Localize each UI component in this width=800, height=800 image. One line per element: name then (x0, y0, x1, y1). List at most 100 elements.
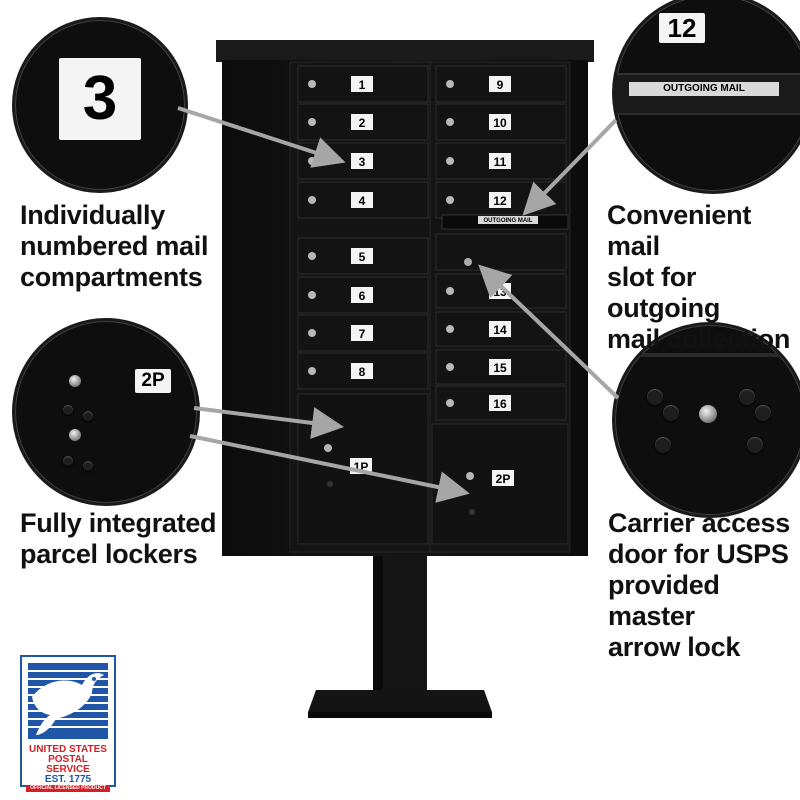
compartment-number-plate (489, 192, 511, 208)
bolt-icon (755, 405, 771, 421)
bolt-icon (83, 461, 93, 471)
parcel-label-2-plate (492, 470, 514, 486)
compartment-number: 1 (359, 78, 366, 92)
arrow-numbered (177, 106, 346, 168)
compartment-lock-icon (308, 291, 316, 299)
logo-line-3: EST. 1775 (44, 774, 92, 785)
compartment-number-plate (351, 76, 373, 92)
feature-line: parcel lockers (20, 539, 198, 569)
parcel-locker-label: 2P (135, 369, 171, 393)
parcel-lock-icon (69, 429, 81, 441)
feature-line: provided master (608, 570, 720, 631)
carrier-access-door (435, 233, 567, 271)
feature-line: Convenient mail (607, 200, 752, 261)
logo-line-4: OFFICIAL LICENSED PRODUCT (26, 785, 110, 792)
compartment-number-plate (489, 359, 511, 375)
feature-line: compartments (20, 262, 203, 292)
compartment-number-label: 3 (59, 58, 141, 140)
compartment-number-plate (489, 76, 511, 92)
zoom-number-label: 12 (659, 13, 705, 43)
compartment-lock-icon (446, 325, 454, 333)
bolt-icon (655, 437, 671, 453)
bolt-icon (647, 389, 663, 405)
compartment-number-plate (351, 325, 373, 341)
arrow-lock-icon (699, 405, 717, 423)
feature-numbered-compartments: Individually numbered mail compartments (20, 200, 208, 293)
compartment-lock-icon (446, 363, 454, 371)
compartment-number: 14 (493, 323, 507, 337)
compartment-number: 5 (359, 250, 366, 264)
feature-line: Individually (20, 200, 165, 230)
eagle-logo-icon (28, 663, 108, 739)
compartment-number: 8 (359, 365, 366, 379)
zoom-outgoing-mail: 12 OUTGOING MAIL (612, 0, 800, 194)
compartment-number-plate (351, 192, 373, 208)
zoom-parcel-locker: 2P (12, 318, 200, 506)
outgoing-slot-label-plate (478, 216, 538, 224)
compartment-number-plate (489, 321, 511, 337)
pedestal-base (308, 690, 492, 712)
bolt-icon (739, 389, 755, 405)
compartment-lock-icon (308, 252, 316, 260)
compartment-number: 3 (359, 155, 366, 169)
compartment-number: 2 (359, 116, 366, 130)
compartment-lock-icon (446, 118, 454, 126)
arrow-parcel-1 (193, 406, 344, 439)
zoom-numbered-label: 3 (12, 17, 188, 193)
bolt-icon (747, 437, 763, 453)
arrow-carrier (478, 264, 620, 400)
parcel-label-2: 2P (496, 472, 511, 486)
feature-line: mail collection (607, 324, 791, 354)
compartment-lock-icon (308, 196, 316, 204)
usps-licensed-logo: UNITED STATES POSTAL SERVICE EST. 1775 O… (20, 655, 116, 792)
compartment-number: 12 (493, 194, 507, 208)
feature-line: Fully integrated (20, 508, 217, 538)
compartment-number-plate (489, 395, 511, 411)
compartment-number-plate (351, 153, 373, 169)
compartment-number-plate (351, 114, 373, 130)
compartment-number-plate (489, 153, 511, 169)
feature-line: arrow lock (608, 632, 741, 662)
cabinet-top (216, 40, 594, 62)
compartment-number-plate (351, 248, 373, 264)
compartment-lock-icon (446, 196, 454, 204)
compartment-lock-icon (308, 367, 316, 375)
compartment-lock-icon (446, 399, 454, 407)
compartment-number: 7 (359, 327, 366, 341)
compartment-number: 4 (359, 194, 366, 208)
feature-line: door for USPS (608, 539, 789, 569)
compartment-lock-icon (308, 157, 316, 165)
feature-carrier-access: Carrier access door for USPS provided ma… (608, 508, 800, 663)
compartment-number: 10 (493, 116, 507, 130)
pedestal-post-shade (373, 556, 383, 690)
logo-line-2: POSTAL SERVICE (46, 754, 90, 775)
bolt-icon (63, 456, 73, 466)
compartment-lock-icon (446, 287, 454, 295)
compartment-lock-icon (308, 329, 316, 337)
logo-line-1: UNITED STATES (29, 744, 107, 755)
compartment-number-plate (351, 363, 373, 379)
feature-line: numbered mail (20, 231, 209, 261)
feature-parcel-lockers: Fully integrated parcel lockers (20, 508, 217, 570)
compartment-lock-icon (446, 80, 454, 88)
compartment-number: 16 (493, 397, 507, 411)
compartment-number: 9 (497, 78, 504, 92)
outgoing-mail-label: OUTGOING MAIL (629, 82, 779, 96)
arrow-parcel-2 (189, 434, 470, 503)
carrier-lock (464, 258, 472, 266)
compartment-lock-icon (308, 118, 316, 126)
parcel-lock-2 (466, 472, 474, 480)
compartment-number: 15 (493, 361, 507, 375)
parcel-lock-1 (324, 444, 332, 452)
arrow-outgoing (522, 118, 618, 216)
compartment-number: 11 (494, 155, 507, 169)
feature-line: Carrier access (608, 508, 790, 538)
compartment-number: 6 (359, 289, 366, 303)
parcel-lock-icon (69, 375, 81, 387)
compartment-number-plate (489, 114, 511, 130)
feature-line: slot for outgoing (607, 262, 721, 323)
outgoing-slot-label: OUTGOING MAIL (484, 218, 533, 224)
bolt-icon (83, 411, 93, 421)
